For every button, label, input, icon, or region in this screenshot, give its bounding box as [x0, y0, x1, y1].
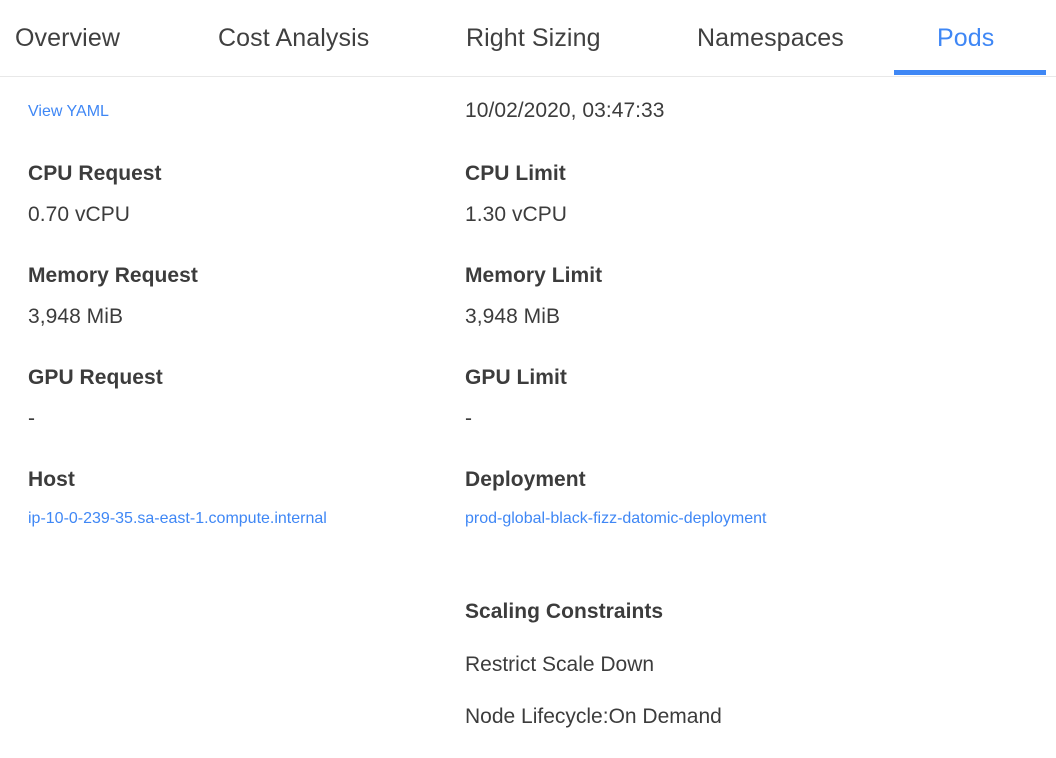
gpu-limit-value: -: [465, 407, 473, 430]
field-view-yaml: View YAML: [28, 95, 109, 129]
tab-bar: Overview Cost Analysis Right Sizing Name…: [0, 0, 1056, 77]
view-yaml-link[interactable]: View YAML: [28, 103, 109, 120]
field-memory-limit: Memory Limit 3,948 MiB: [465, 262, 602, 332]
field-memory-request: Memory Request 3,948 MiB: [28, 262, 198, 332]
tab-namespaces[interactable]: Namespaces: [697, 0, 844, 76]
cpu-limit-value: 1.30 vCPU: [465, 203, 567, 226]
cpu-limit-label: CPU Limit: [465, 162, 566, 185]
tab-pods[interactable]: Pods: [937, 0, 994, 76]
scaling-constraint-item: Node Lifecycle:On Demand: [465, 705, 722, 728]
timestamp-value: 10/02/2020, 03:47:33: [465, 99, 665, 122]
memory-request-value: 3,948 MiB: [28, 305, 124, 328]
pod-details-panel: View YAML CPU Request 0.70 vCPU Memory R…: [0, 77, 1056, 758]
field-cpu-limit: CPU Limit 1.30 vCPU: [465, 160, 567, 230]
host-label: Host: [28, 468, 75, 491]
memory-limit-value: 3,948 MiB: [465, 305, 561, 328]
tab-cost-analysis[interactable]: Cost Analysis: [218, 0, 369, 76]
field-timestamp: 10/02/2020, 03:47:33: [465, 96, 665, 126]
cpu-request-value: 0.70 vCPU: [28, 203, 130, 226]
deployment-link[interactable]: prod-global-black-fizz-datomic-deploymen…: [465, 510, 767, 527]
cpu-request-label: CPU Request: [28, 162, 162, 185]
gpu-request-value: -: [28, 407, 36, 430]
scaling-constraint-item: Restrict Scale Down: [465, 653, 655, 676]
deployment-label: Deployment: [465, 468, 586, 491]
tab-overview[interactable]: Overview: [15, 0, 120, 76]
field-cpu-request: CPU Request 0.70 vCPU: [28, 160, 162, 230]
gpu-request-label: GPU Request: [28, 366, 163, 389]
memory-request-label: Memory Request: [28, 264, 198, 287]
field-gpu-limit: GPU Limit -: [465, 364, 567, 434]
host-link[interactable]: ip-10-0-239-35.sa-east-1.compute.interna…: [28, 510, 327, 527]
field-host: Host ip-10-0-239-35.sa-east-1.compute.in…: [28, 466, 327, 536]
field-deployment: Deployment prod-global-black-fizz-datomi…: [465, 466, 766, 536]
field-gpu-request: GPU Request -: [28, 364, 163, 434]
gpu-limit-label: GPU Limit: [465, 366, 567, 389]
scaling-constraints-label: Scaling Constraints: [465, 600, 664, 623]
memory-limit-label: Memory Limit: [465, 264, 603, 287]
active-tab-indicator: [894, 70, 1046, 75]
field-scaling-constraints: Scaling Constraints Restrict Scale Down …: [465, 598, 722, 732]
tab-right-sizing[interactable]: Right Sizing: [466, 0, 601, 76]
